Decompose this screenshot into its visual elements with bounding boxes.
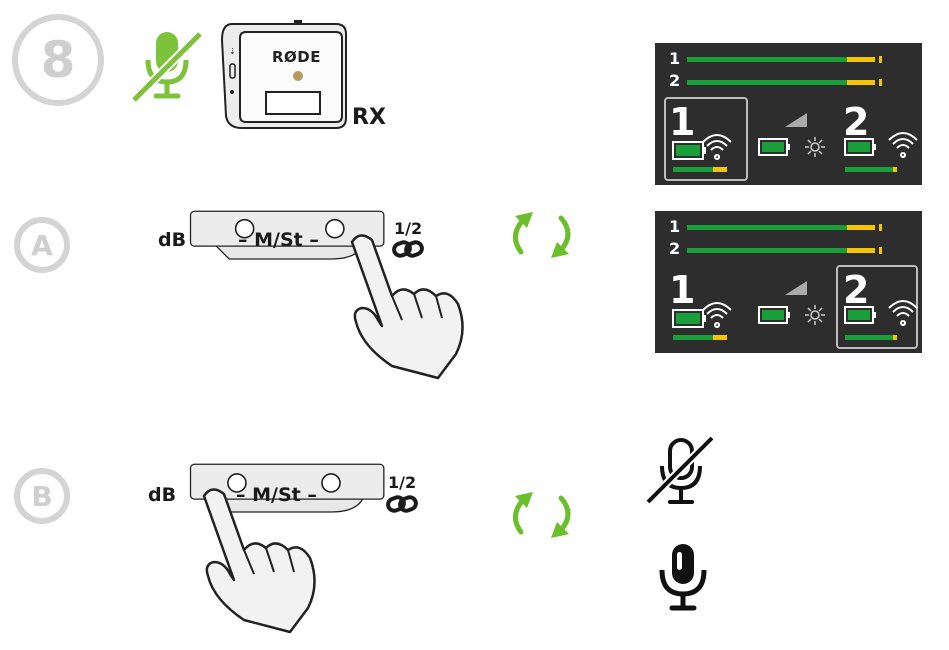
step-8-label: 8 bbox=[40, 31, 76, 89]
channel-1-big-number: 1 bbox=[669, 100, 696, 144]
step-b-label: B bbox=[31, 479, 53, 513]
mic-muted-icon bbox=[645, 435, 715, 505]
step-b-circle: B bbox=[14, 468, 70, 524]
status-icons bbox=[672, 281, 918, 340]
meter-label-2: 2 bbox=[669, 71, 681, 90]
link-icon-a bbox=[392, 240, 424, 258]
rx-label: RX bbox=[352, 105, 386, 130]
mic-active-icon bbox=[659, 544, 707, 611]
pointing-hand-b-icon[interactable] bbox=[186, 480, 326, 640]
display-panel-channel-2: 1 2 1 2 bbox=[655, 211, 922, 353]
display-panel-channel-1: 1 2 1 2 bbox=[655, 43, 922, 185]
mode-label-a: – M/St – bbox=[238, 229, 319, 251]
channel-2-big-number: 2 bbox=[843, 268, 870, 312]
channel-2-big-number: 2 bbox=[843, 100, 870, 144]
svg-text:⇣: ⇣ bbox=[229, 47, 236, 56]
rx-receiver-device: ⇣ bbox=[220, 20, 347, 129]
meter-label-1: 1 bbox=[669, 217, 681, 236]
device-brand-logo: RØDE bbox=[272, 48, 321, 66]
channel-1-big-number: 1 bbox=[669, 268, 696, 312]
channel-fraction-a: 1/2 bbox=[394, 219, 423, 238]
channel-fraction-b: 1/2 bbox=[388, 473, 417, 492]
step-a-circle: A bbox=[14, 217, 70, 273]
control-bar-a bbox=[189, 210, 385, 260]
link-icon-b bbox=[386, 495, 418, 513]
meter-label-1: 1 bbox=[669, 49, 681, 68]
mode-label-b: – M/St – bbox=[236, 484, 317, 506]
control-bar-b bbox=[189, 463, 385, 513]
meter-label-2: 2 bbox=[669, 239, 681, 258]
mic-muted-green-icon bbox=[130, 30, 204, 104]
step-8-circle: 8 bbox=[12, 14, 104, 106]
status-icons bbox=[672, 113, 918, 172]
cycle-arrows-a-icon bbox=[513, 212, 571, 258]
db-label-b: dB bbox=[148, 484, 177, 506]
step-a-label: A bbox=[31, 228, 53, 262]
level-meters bbox=[664, 56, 882, 181]
cycle-arrows-b-icon bbox=[513, 492, 571, 538]
db-label-a: dB bbox=[158, 229, 187, 251]
pointing-hand-a-icon[interactable] bbox=[334, 226, 474, 386]
